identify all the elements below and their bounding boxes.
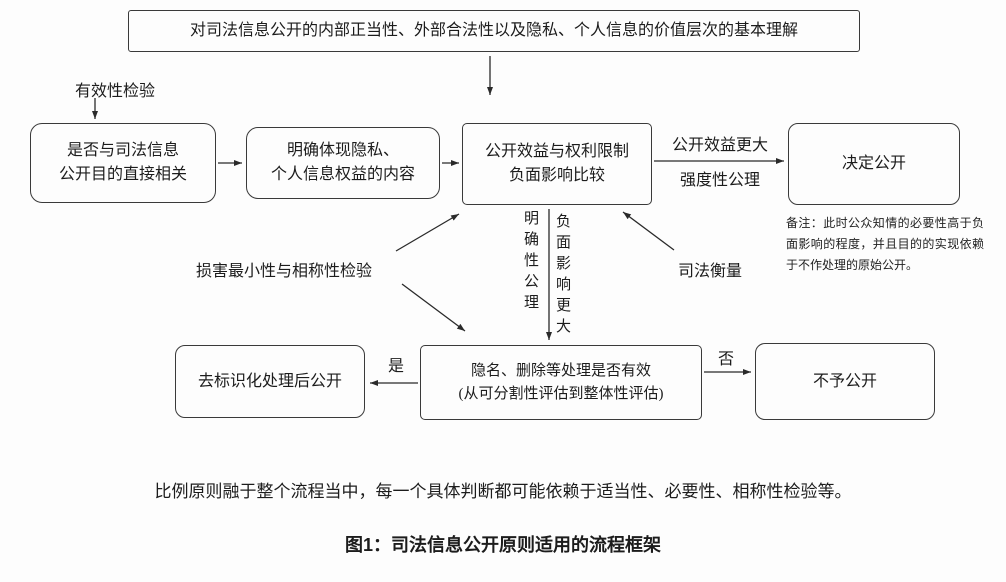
- yes-label: 是: [388, 358, 405, 375]
- box-rights-content: 明确体现隐私、 个人信息权益的内容: [246, 127, 440, 199]
- box-decide-disclose: 决定公开: [788, 123, 960, 205]
- figure-caption: 图1：司法信息公开原则适用的流程框架: [344, 535, 661, 555]
- strength-axiom-label: 强度性公理: [679, 172, 760, 189]
- clarity-axiom-vertical-label: 明确性公理: [522, 210, 538, 315]
- arrow-harmmin-to-anonymize: [401, 283, 466, 332]
- benefit-greater-label: 公开效益更大: [671, 137, 768, 154]
- box-purpose-relevance: 是否与司法信息 公开目的直接相关: [30, 123, 216, 203]
- box-deidentified-disclose: 去标识化处理后公开: [175, 345, 365, 418]
- arrow-harmmin-to-compare: [395, 213, 460, 252]
- box-not-disclose: 不予公开: [755, 343, 935, 420]
- box-basic-understanding: 对司法信息公开的内部正当性、外部合法性以及隐私、个人信息的价值层次的基本理解: [128, 10, 860, 52]
- box-benefit-comparison: 公开效益与权利限制 负面影响比较: [462, 123, 652, 205]
- negative-impact-greater-vertical-label: 负面影响更大: [554, 213, 570, 339]
- harm-minimization-label: 损害最小性与相称性检验: [196, 263, 373, 280]
- decide-remark-note: 备注：此时公众知情的必要性高于负面影响的程度，并且目的的实现依赖于不作处理的原始…: [786, 216, 984, 272]
- judicial-weighing-label: 司法衡量: [678, 263, 743, 280]
- no-label: 否: [718, 351, 735, 368]
- proportionality-principle-note: 比例原则融于整个流程当中，每一个具体判断都可能依赖于适当性、必要性、相称性检验等…: [154, 482, 852, 501]
- validity-check-label: 有效性检验: [75, 83, 156, 100]
- box-anonymize-effective: 隐名、删除等处理是否有效 (从可分割性评估到整体性评估): [420, 345, 702, 420]
- arrow-judicial-to-compare: [622, 211, 675, 251]
